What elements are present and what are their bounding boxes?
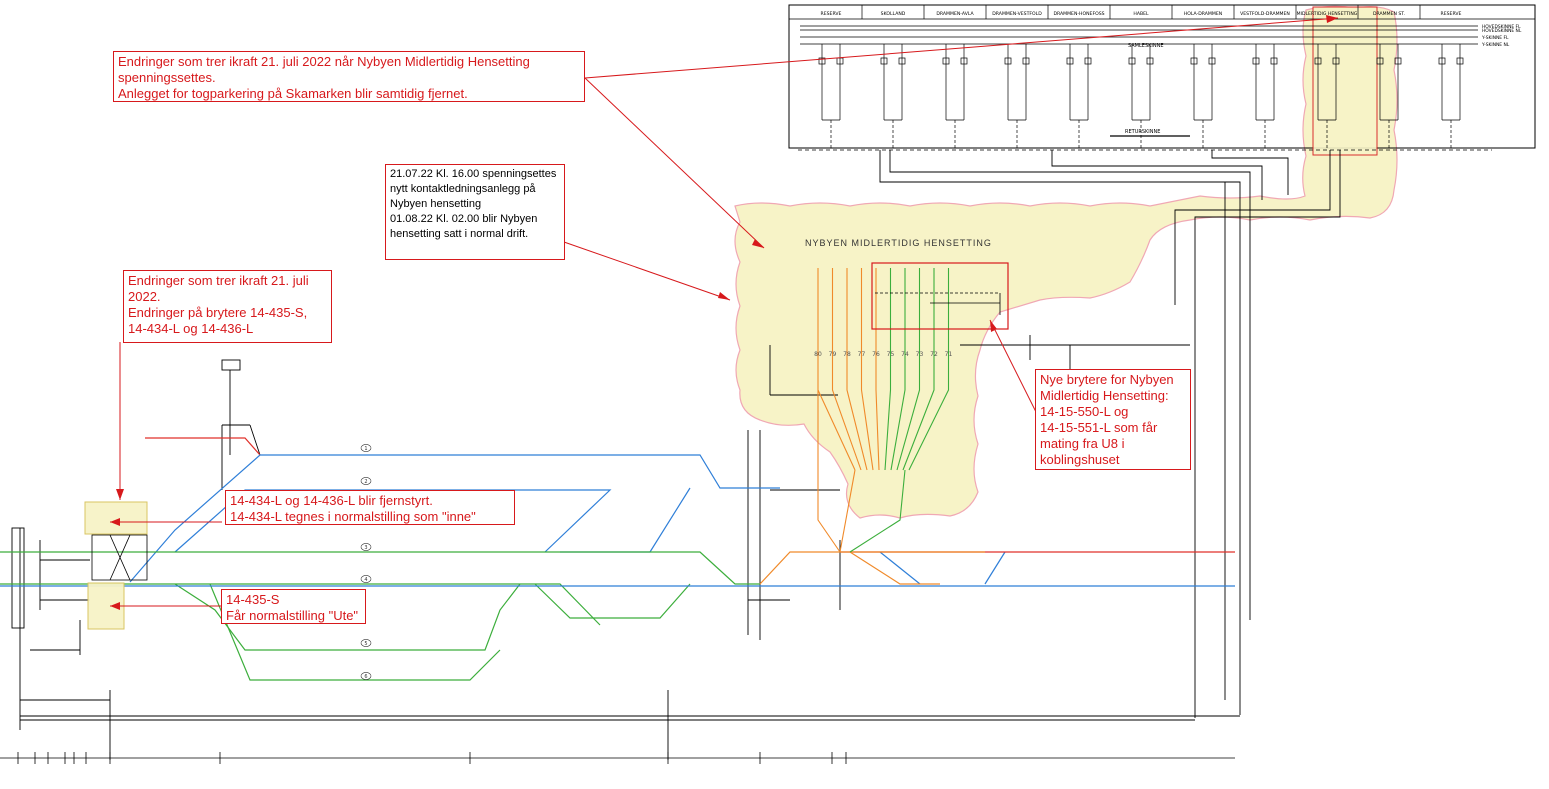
panel-column-label: RESERVE bbox=[1441, 11, 1462, 17]
siding-number: 73 bbox=[916, 351, 924, 358]
note-mid-line-3: Nybyen hensetting bbox=[390, 198, 482, 210]
siding-track bbox=[839, 469, 856, 553]
panel-column-label: HABEL bbox=[1133, 11, 1149, 17]
siding-number: 76 bbox=[872, 351, 880, 358]
panel-column-label: HOLA-DRAMMEN bbox=[1184, 11, 1222, 17]
collector-busbar-label: SAMLESKINNE bbox=[1128, 43, 1164, 49]
note-left-line-2: 2022. bbox=[128, 289, 161, 304]
siding-track bbox=[860, 268, 874, 471]
note-435-line-1: 14-435-S bbox=[226, 592, 280, 607]
panel-column-label: DRAMMEN ST. bbox=[1373, 11, 1405, 17]
note-left-line-4: 14-434-L og 14-436-L bbox=[128, 321, 254, 336]
feeder-cables bbox=[879, 150, 1341, 718]
note-new-line-2: Midlertidig Hensetting: bbox=[1040, 388, 1169, 403]
track-number-oval bbox=[360, 639, 372, 647]
track-number-oval bbox=[360, 477, 372, 485]
note-remote-controlled: 14-434-L og 14-436-L blir fjernstyrt. 14… bbox=[225, 490, 515, 525]
leader-lines bbox=[110, 17, 1339, 607]
siding-number: 74 bbox=[901, 351, 909, 358]
track-green bbox=[130, 551, 760, 585]
note-mid-line-5: hensetting satt i normal drift. bbox=[390, 228, 529, 240]
busbar-label: Y-SKINNE NL bbox=[1481, 42, 1510, 48]
siding-track bbox=[890, 268, 906, 471]
siding-number: 72 bbox=[930, 351, 938, 358]
panel-column-label: DRAMMEN-VESTFOLD bbox=[992, 11, 1042, 17]
note-top-line-3: Anlegget for togparkering på Skamarken b… bbox=[118, 86, 468, 101]
note-left-line-3: Endringer på brytere 14-435-S, bbox=[128, 305, 308, 320]
track-number: 2 bbox=[364, 479, 367, 485]
busbar-label: Y-SKINNE FL bbox=[1481, 35, 1509, 41]
note-new-line-5: mating fra U8 i bbox=[1040, 436, 1125, 451]
siding-number: 78 bbox=[843, 351, 851, 358]
siding-track bbox=[875, 268, 880, 471]
track-number: 5 bbox=[364, 641, 367, 647]
note-left-line-1: Endringer som trer ikraft 21. juli bbox=[128, 273, 309, 288]
siding-track bbox=[884, 268, 892, 471]
note-435-line-2: Får normalstilling "Ute" bbox=[226, 608, 359, 623]
siding-track bbox=[817, 390, 841, 553]
track-number-oval bbox=[360, 444, 372, 452]
track-blue bbox=[129, 454, 780, 583]
note-new-line-6: koblingshuset bbox=[1040, 452, 1120, 467]
siding-track bbox=[908, 268, 950, 471]
track-number-oval bbox=[360, 575, 372, 583]
siding-track bbox=[902, 268, 935, 471]
siding-number: 71 bbox=[945, 351, 953, 358]
track-number: 3 bbox=[364, 545, 367, 551]
power-panel: RESERVE SKOLLAND DRAMMEN-AVLA DRAMMEN-VESTF… bbox=[788, 4, 1536, 156]
panel-column-label: DRAMMEN-AVLA bbox=[936, 11, 974, 17]
track-number-oval bbox=[360, 672, 372, 680]
busbar-label: HOVEDSKINNE FL bbox=[1482, 24, 1521, 30]
panel-column-label: DRAMMEN-HONEFOSS bbox=[1053, 11, 1104, 17]
note-left-changes: Endringer som trer ikraft 21. juli 2022.… bbox=[123, 270, 332, 343]
siding-track bbox=[846, 268, 868, 471]
note-new-switches: Nye brytere for Nybyen Midlertidig Hense… bbox=[1035, 369, 1191, 470]
siding-number: 75 bbox=[887, 351, 895, 358]
track-red-upper bbox=[145, 437, 261, 456]
panel-column-label: SKOLLAND bbox=[881, 11, 906, 17]
note-mid-line-2: nytt kontaktledningsanlegg på bbox=[390, 183, 536, 195]
switch-box-434-436 bbox=[84, 501, 148, 535]
siding-number: 80 bbox=[814, 351, 822, 358]
leader-arrowheads bbox=[110, 15, 1338, 610]
note-new-line-3: 14-15-550-L og bbox=[1040, 404, 1129, 419]
siding-track bbox=[831, 268, 862, 471]
track-number-oval bbox=[360, 543, 372, 551]
siding-track bbox=[849, 469, 906, 553]
siding-number: 77 bbox=[858, 351, 866, 358]
panel-column-label: RESERVE bbox=[821, 11, 842, 17]
panel-column-label: MIDLERTIDIG HENSETTING bbox=[1297, 11, 1358, 17]
panel-column-label: VESTFOLD-DRAMMEN bbox=[1240, 11, 1290, 17]
return-busbar-label: RETURSKINNE bbox=[1125, 129, 1160, 135]
note-top-changes: Endringer som trer ikraft 21. juli 2022 … bbox=[113, 51, 585, 102]
note-top-line-2: spenningssettes. bbox=[118, 70, 216, 85]
siding-track bbox=[896, 268, 921, 471]
chainage-ruler bbox=[0, 752, 1235, 764]
new-switches-box bbox=[871, 262, 1009, 330]
panel-highlight bbox=[1312, 6, 1378, 156]
nybyen-area-label: NYBYEN MIDLERTIDIG HENSETTING bbox=[805, 238, 992, 248]
track-number: 1 bbox=[364, 446, 367, 452]
siding-number: 79 bbox=[829, 351, 837, 358]
note-top-line-1: Endringer som trer ikraft 21. juli 2022 … bbox=[118, 54, 530, 69]
note-remote-line-1: 14-434-L og 14-436-L blir fjernstyrt. bbox=[230, 493, 433, 508]
note-switch-435: 14-435-S Får normalstilling "Ute" bbox=[221, 589, 366, 624]
note-new-line-4: 14-15-551-L som får bbox=[1040, 420, 1158, 435]
track-number: 4 bbox=[364, 577, 367, 583]
note-new-line-1: Nye brytere for Nybyen bbox=[1040, 372, 1174, 387]
note-remote-line-2: 14-434-L tegnes i normalstilling som "in… bbox=[230, 509, 476, 524]
note-energize-schedule: 21.07.22 Kl. 16.00 spenningsettes nytt k… bbox=[385, 164, 565, 260]
note-mid-line-1: 21.07.22 Kl. 16.00 spenningsettes bbox=[390, 168, 557, 180]
track-number: 6 bbox=[364, 674, 367, 680]
busbar-label: HOVEDSKINNE NL bbox=[1482, 28, 1522, 34]
note-mid-line-4: 01.08.22 Kl. 02.00 blir Nybyen bbox=[390, 213, 538, 225]
